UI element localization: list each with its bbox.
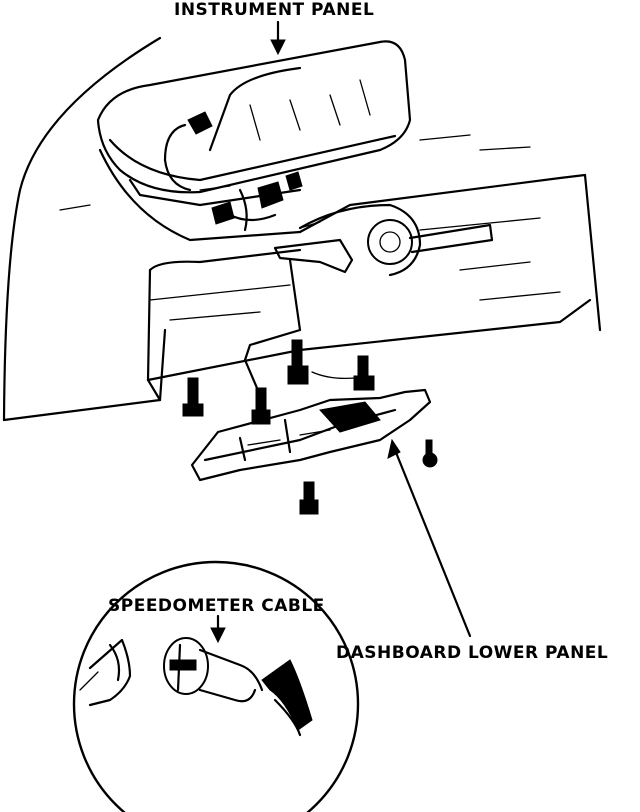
steering-column: [273, 203, 494, 277]
instrument-panel-label: INSTRUMENT PANEL: [174, 0, 375, 20]
leader-arrows: [210, 20, 472, 644]
dashboard-lower-panel-label: DASHBOARD LOWER PANEL: [336, 643, 609, 663]
bolt: [299, 481, 319, 515]
bolt: [353, 355, 375, 391]
bolt: [182, 377, 204, 417]
speedometer-cable-label: SPEEDOMETER CABLE: [108, 596, 325, 616]
dashboard-lower-panel-shape: [190, 388, 432, 482]
bolt: [287, 339, 309, 385]
instrument-panel-shape: [96, 40, 412, 232]
cable-route: [243, 258, 302, 397]
screw: [422, 439, 438, 468]
bolts: [182, 339, 438, 515]
bolt: [251, 387, 271, 425]
speedometer-cable-inset: [72, 560, 360, 812]
